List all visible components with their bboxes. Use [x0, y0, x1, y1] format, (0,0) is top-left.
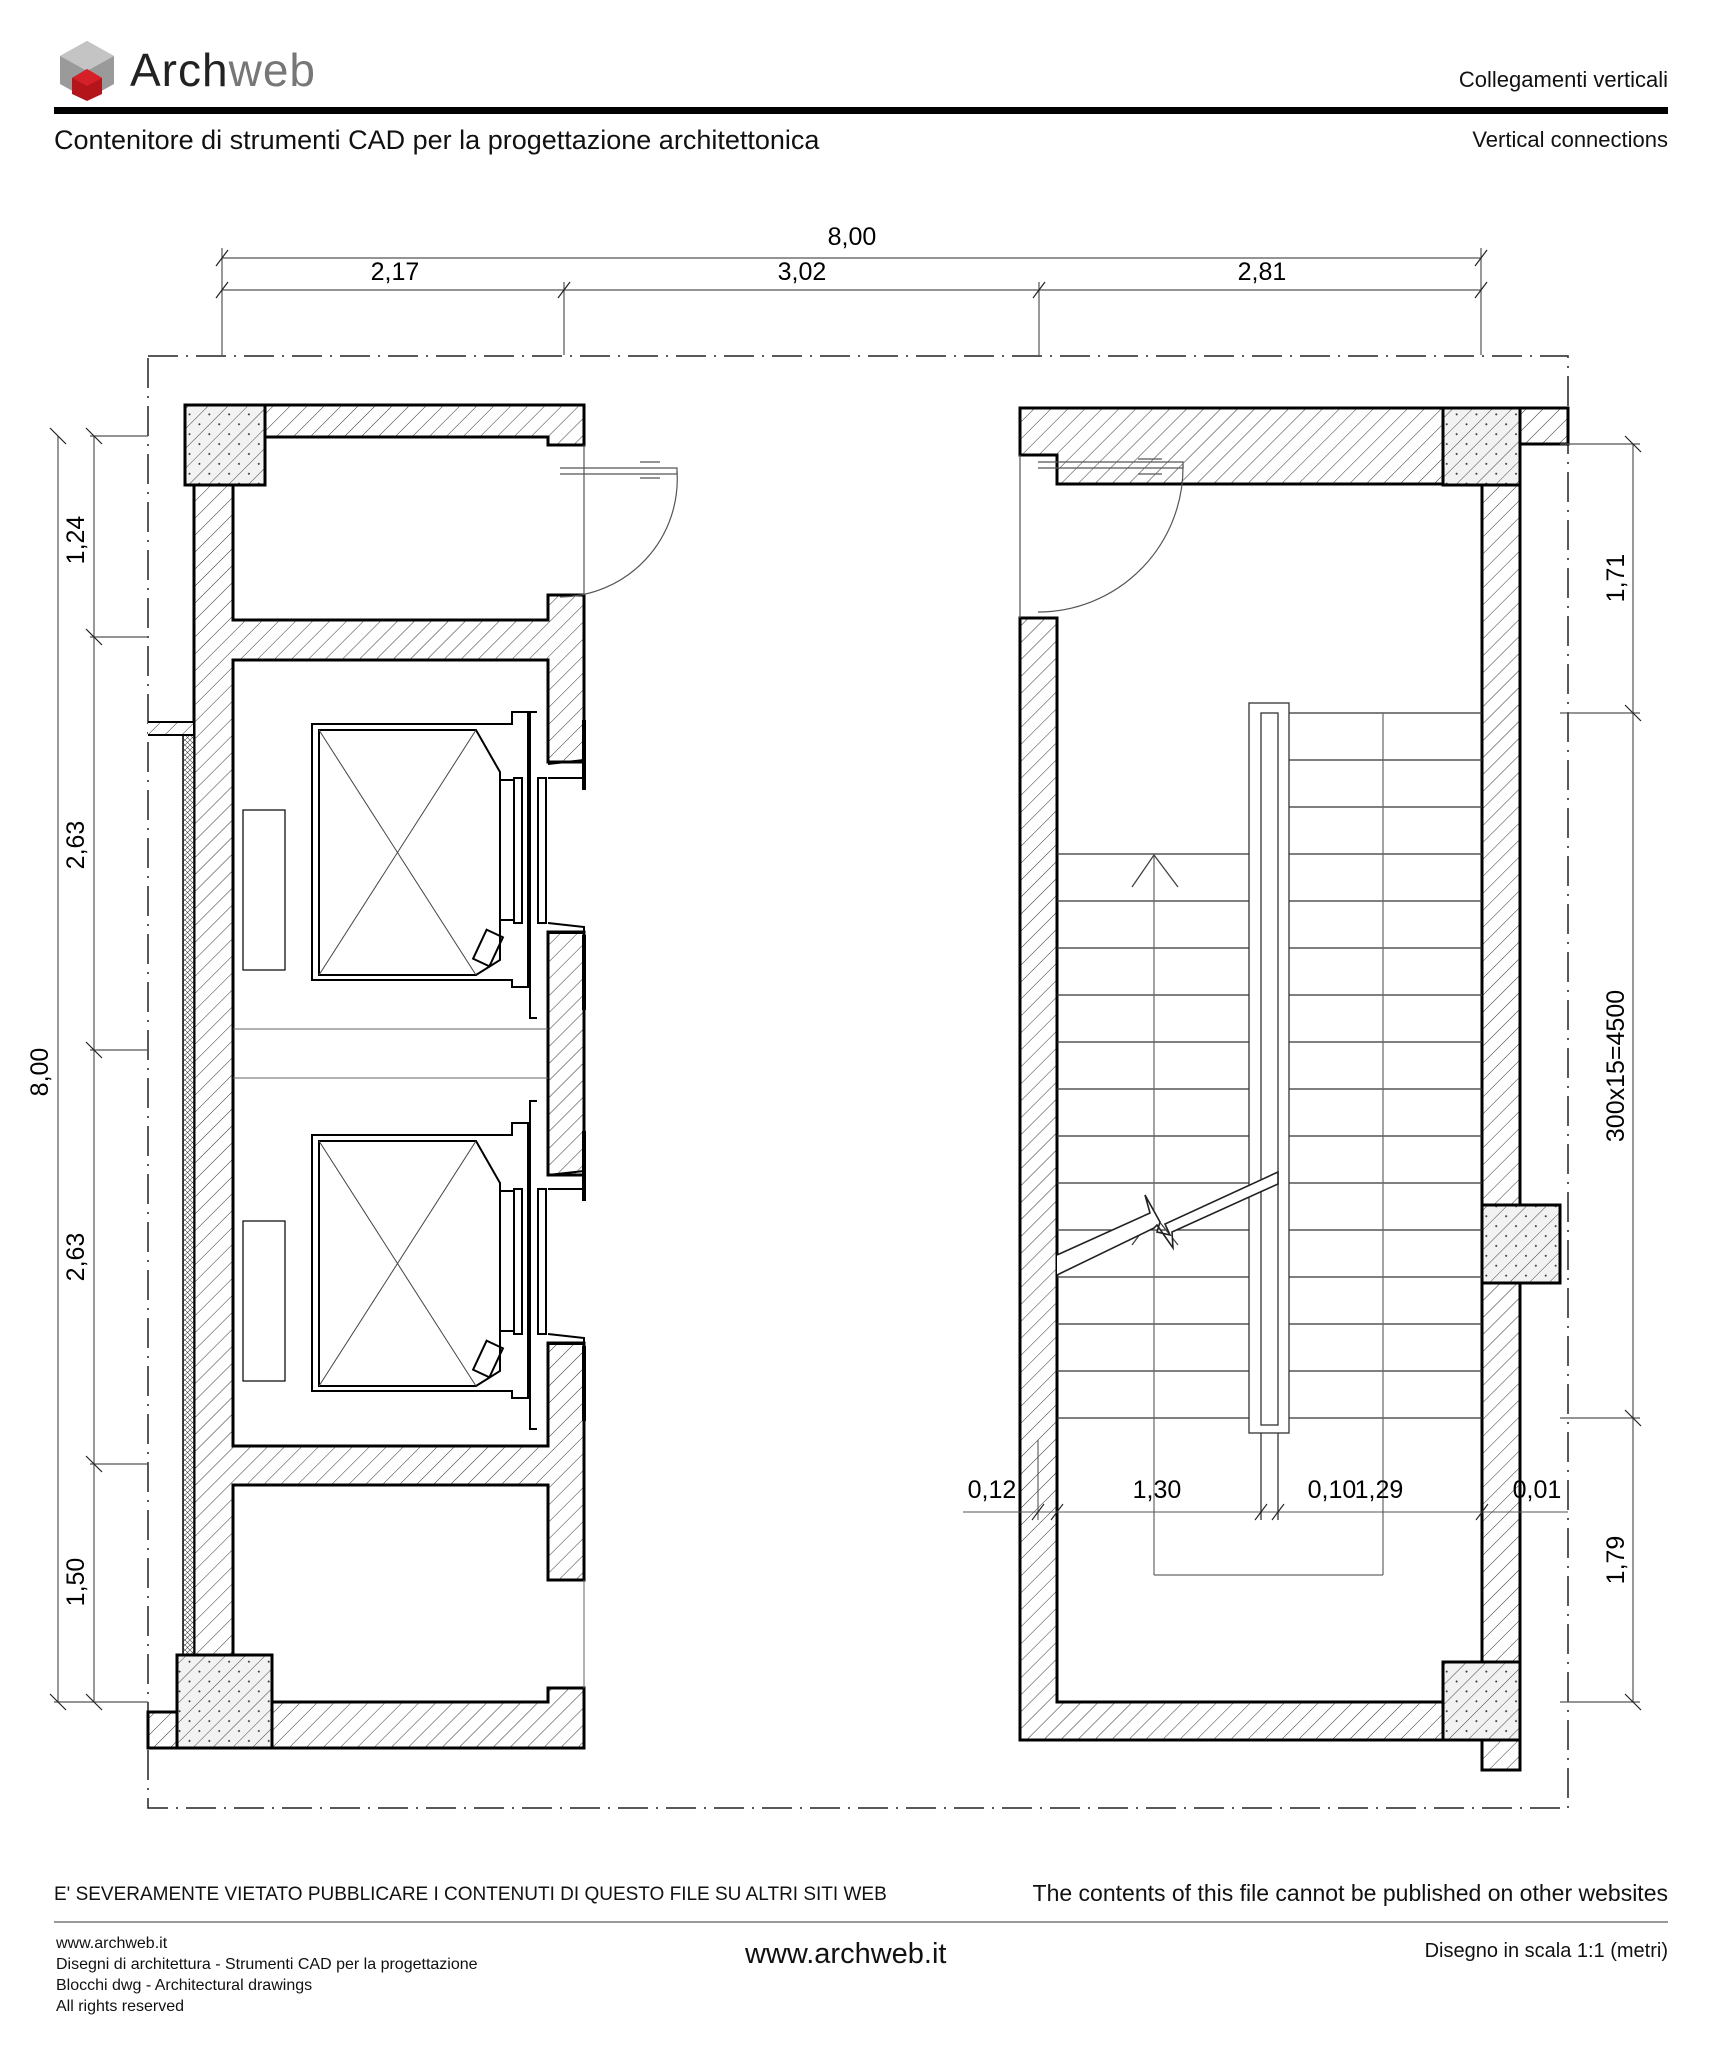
drawing-scale-note: Disegno in scala 1:1 (metri) — [1424, 1940, 1668, 1962]
stair-width-dimension-chain — [963, 1440, 1568, 1521]
archweb-logo: Archweb — [56, 38, 316, 102]
brand-name-web: web — [228, 44, 316, 96]
right-dimension-chain — [1560, 435, 1642, 1711]
dim-top-1: 2,17 — [371, 258, 420, 286]
dim-right-1: 1,71 — [1602, 554, 1630, 603]
footer-line: Blocchi dwg - Architectural drawings — [56, 1977, 313, 1994]
door-swing-stairwell — [1019, 455, 1184, 618]
stair-well — [1248, 702, 1290, 1520]
brand-name: Archweb — [130, 43, 316, 97]
cube-logo-icon — [60, 41, 114, 101]
copyright-warning-english: The contents of this file cannot be publ… — [1032, 1880, 1668, 1906]
dim-left-1: 1,24 — [62, 516, 90, 565]
dim-top-overall: 8,00 — [828, 223, 877, 251]
dim-left-overall: 8,00 — [26, 1048, 54, 1097]
dim-stair-3: 0,10 — [1308, 1476, 1357, 1504]
top-dimension-chain — [215, 248, 1488, 355]
dim-stair-4: 1,29 — [1355, 1476, 1404, 1504]
dim-stair-1: 0,12 — [968, 1476, 1017, 1504]
footer-line: All rights reserved — [56, 1998, 185, 2015]
dim-top-3: 2,81 — [1238, 258, 1287, 286]
dim-left-3: 2,63 — [62, 1233, 90, 1282]
axis-frame — [147, 355, 1569, 1809]
dim-top-2: 3,02 — [778, 258, 827, 286]
page-subtitle: Contenitore di strumenti CAD per la prog… — [54, 125, 820, 155]
footer-line: Disegni di architettura - Strumenti CAD … — [56, 1956, 478, 1973]
concrete-column-bottom-left — [175, 1653, 274, 1750]
concrete-column-mid-right — [1480, 1203, 1562, 1285]
dim-right-3: 1,79 — [1602, 1536, 1630, 1585]
section-break-line — [1056, 1170, 1279, 1276]
footer-info: www.archweb.it Disegni di architettura -… — [56, 1933, 478, 2017]
door-swing-lift-lobby — [559, 445, 678, 598]
footer-url-link[interactable]: www.archweb.it — [745, 1938, 947, 1970]
stair-direction-arrow-icon — [1131, 853, 1179, 1246]
elevator-car-2 — [242, 1100, 586, 1430]
lift-core — [146, 403, 586, 1750]
footer-divider — [54, 1921, 1668, 1923]
dim-stair-5: 0,01 — [1513, 1476, 1562, 1504]
footer-website-link[interactable]: www.archweb.it — [56, 1935, 168, 1952]
left-dimension-chain — [49, 427, 148, 1711]
dim-left-4: 1,50 — [62, 1558, 90, 1607]
header-divider — [54, 107, 1668, 114]
elevator-car-1 — [233, 711, 586, 1079]
copyright-warning-italian: E' SEVERAMENTE VIETATO PUBBLICARE I CONT… — [54, 1884, 887, 1905]
category-italian: Collegamenti verticali — [1458, 67, 1668, 92]
dim-left-2: 2,63 — [62, 821, 90, 870]
stair-flight-left — [1057, 853, 1383, 1576]
dim-right-2: 300x15=4500 — [1602, 990, 1630, 1142]
insulation-layer — [182, 726, 195, 1713]
wall-stub — [148, 721, 195, 736]
concrete-column-bottom-right — [1441, 1660, 1522, 1742]
stair-flight-right — [1289, 712, 1482, 1575]
concrete-column-top-right — [1441, 406, 1522, 487]
dim-stair-2: 1,30 — [1133, 1476, 1182, 1504]
category-english: Vertical connections — [1472, 127, 1668, 152]
brand-name-arch: Arch — [130, 44, 229, 96]
concrete-column-top-left — [183, 403, 267, 487]
